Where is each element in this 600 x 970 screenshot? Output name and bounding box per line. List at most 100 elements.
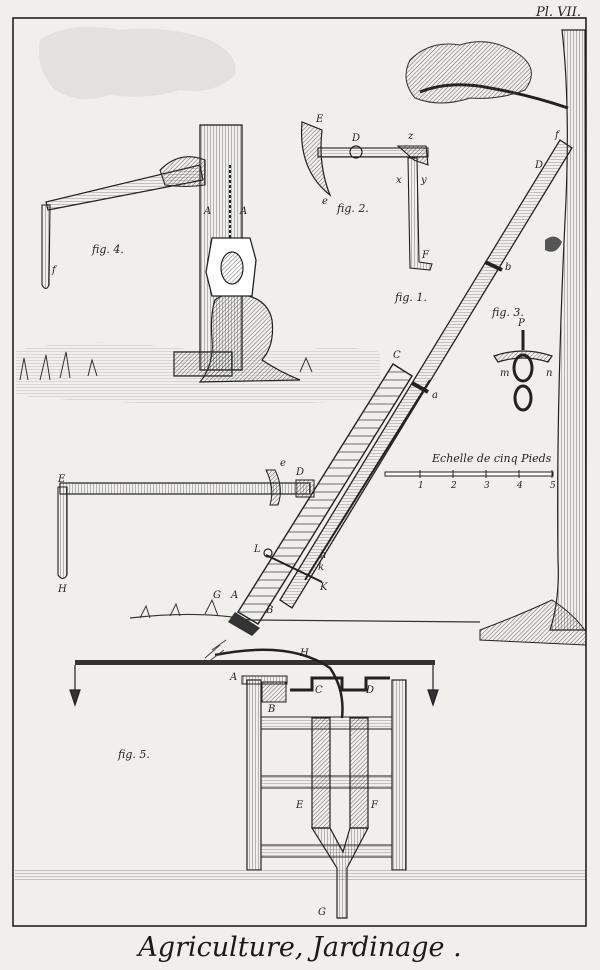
fig5-hook-right <box>427 665 439 707</box>
fig1-letter-f: f <box>554 130 561 141</box>
tree-trunk <box>549 29 587 631</box>
fig1-casing <box>237 363 413 625</box>
fig1-label: fig. 1. <box>394 291 427 304</box>
fig1-letter-b: b <box>505 262 511 273</box>
fig2-letter-z: z <box>407 131 414 142</box>
fig2-letter-y: y <box>420 175 427 186</box>
scale-rule <box>384 471 554 477</box>
fig1-letter-G: G <box>213 590 221 601</box>
fig3-link-2 <box>513 384 533 412</box>
fig5-hose <box>214 648 344 719</box>
scale-bar <box>384 470 554 478</box>
fig2-pivot <box>349 145 363 159</box>
fig4-beam-head <box>159 156 206 188</box>
fig1-pump <box>57 139 573 636</box>
fig1-letter-B: B <box>265 605 273 616</box>
fig4-lever-device <box>16 124 380 404</box>
fig5-letter-D: D <box>365 685 374 696</box>
fig3-label: fig. 3. <box>491 306 524 319</box>
fig2-bar <box>317 147 429 158</box>
fig5-ground <box>15 868 585 880</box>
fig5-letter-H: H <box>299 648 309 659</box>
fig4-letter-A2: A <box>239 206 247 217</box>
fig2-letter-e: e <box>322 196 328 207</box>
fig2-letter-x: x <box>396 175 402 186</box>
fig3-letter-m: m <box>500 368 509 379</box>
scale-number-1: 1 <box>418 481 424 491</box>
fig4-grass <box>19 351 313 381</box>
fig5-letter-G: G <box>318 907 326 918</box>
fig4-label: fig. 4. <box>91 243 124 256</box>
fig5-double-pump <box>15 639 585 919</box>
plate-title: Agriculture, Jardinage . <box>135 932 461 963</box>
fig4-letter-A1: A <box>203 206 211 217</box>
fig5-top-rail <box>75 660 435 665</box>
fig5-barrel-right <box>349 717 369 829</box>
scale-number-5: 5 <box>550 481 556 491</box>
fig1-grass <box>139 598 219 619</box>
tree <box>405 29 587 646</box>
fig3-chain-link <box>493 330 553 412</box>
scale-number-4: 4 <box>516 481 523 491</box>
fig5-letter-B: B <box>267 704 275 715</box>
fig1-band-a <box>411 381 429 394</box>
scale-caption: Echelle de cinq Pieds <box>431 452 552 465</box>
fig1-lever-handle <box>57 486 68 580</box>
fig1-letter-K: K <box>319 582 328 593</box>
fig5-letter-A: A <box>229 672 237 683</box>
fig1-brace-bolt <box>263 548 273 558</box>
fig1-letter-D-lever: D <box>295 467 304 478</box>
fig5-spout-splash <box>204 639 227 663</box>
fig4-handle <box>41 204 51 290</box>
fig4-wheel <box>220 251 244 285</box>
tree-foliage <box>405 41 532 104</box>
fig2-crescent <box>300 121 332 197</box>
fig5-letter-F: F <box>370 800 379 811</box>
fig1-lever-quadrant <box>265 469 281 506</box>
fig1-band-b <box>484 260 503 272</box>
fig4-post-base <box>173 351 233 377</box>
fig1-ground <box>129 613 481 623</box>
fig5-letter-C: C <box>315 685 323 696</box>
fig2-label: fig. 2. <box>336 202 369 215</box>
fig5-label: fig. 5. <box>117 748 150 761</box>
fig3-link-1 <box>512 353 534 383</box>
fig1-letter-h: h <box>320 550 326 561</box>
scale-number-2: 2 <box>450 481 457 491</box>
fig1-letter-C: C <box>393 350 401 361</box>
fig5-frame-left-post <box>246 679 262 871</box>
fig1-letter-D-top: D <box>534 160 543 171</box>
scale-number-3: 3 <box>484 481 490 491</box>
fig1-long-tube <box>279 139 573 609</box>
fig1-letter-L: L <box>253 544 261 555</box>
fig5-letter-E: E <box>295 800 304 811</box>
fig3-letter-P: P <box>517 318 525 329</box>
fig5-frame-right-post <box>391 679 407 871</box>
water-stain <box>39 26 236 100</box>
fig1-lever-head <box>295 479 315 498</box>
fig5-hook-left <box>69 665 81 707</box>
fig1-rod <box>304 379 431 581</box>
fig1-letter-e: e <box>280 458 286 469</box>
fig1-letter-H: H <box>57 584 67 595</box>
fig1-letter-a: a <box>432 390 438 401</box>
fig4-letter-f: f <box>51 265 58 276</box>
fig2-letter-E: E <box>315 114 324 125</box>
trunk-knot <box>545 236 562 252</box>
fig2-shank <box>407 157 433 271</box>
fig2-letter-F: F <box>421 250 430 261</box>
tree-roots <box>479 599 587 646</box>
fig5-crank <box>290 676 390 692</box>
plate-number: Pl. VII. <box>535 5 581 20</box>
fig1-letter-A: A <box>230 590 238 601</box>
fig5-gear-box <box>261 681 287 703</box>
fig1-letter-k: k <box>318 562 324 573</box>
fig1-letter-E: E <box>57 474 66 485</box>
fig1-brace <box>265 554 323 583</box>
fig2-letter-D: D <box>351 133 360 144</box>
fig5-barrel-left <box>311 717 331 829</box>
fig1-foot <box>228 612 260 636</box>
fig3-letter-n: n <box>546 368 552 379</box>
fig2-hook <box>300 121 433 271</box>
